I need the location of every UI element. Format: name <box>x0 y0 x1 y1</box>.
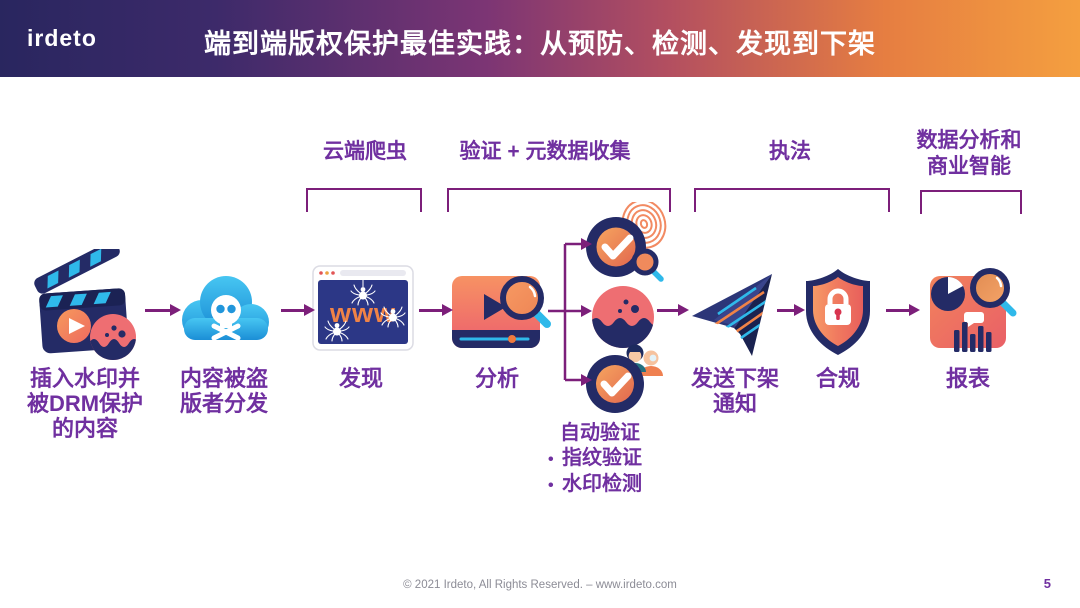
pirated-cloud-icon <box>172 262 276 358</box>
header-bar: irdeto 端到端版权保护最佳实践：从预防、检测、发现到下架 <box>0 0 1080 77</box>
verification-title: 自动验证 <box>560 422 640 444</box>
flow-arrow-6 <box>777 309 795 312</box>
fingerprint-verify-icon <box>582 202 674 284</box>
www-text: www <box>329 298 396 328</box>
video-analysis-icon <box>448 256 560 360</box>
flow-arrow-2 <box>281 309 305 312</box>
step-label-takedown: 发送下架 通知 <box>690 366 779 416</box>
watermark-detect-icon <box>590 284 656 350</box>
verification-list: 自动验证 • 指纹验证 • 水印检测 <box>546 421 716 498</box>
manual-verify-icon <box>583 340 673 416</box>
step-label-compliance: 合规 <box>815 366 860 391</box>
compliance-shield-icon <box>802 266 874 358</box>
step-label-discover: 发现 <box>338 366 383 391</box>
phase-bracket-verification <box>447 188 671 212</box>
branch-connector <box>548 238 592 386</box>
phase-bracket-cloud-crawler <box>306 188 422 212</box>
step-label-analyze: 分析 <box>474 366 519 391</box>
watermark-drm-content-icon <box>27 249 145 363</box>
flow-arrow-7 <box>886 309 910 312</box>
phase-bracket-enforcement <box>694 188 890 212</box>
bullet: • <box>548 451 554 468</box>
bullet: • <box>548 477 554 494</box>
page-number: 5 <box>1043 576 1051 591</box>
verification-item-watermark: • 水印检测 <box>546 472 716 498</box>
phase-label-analytics-bi: 数据分析和 商业智能 <box>916 129 1022 178</box>
irdeto-logo: irdeto <box>27 25 97 51</box>
step-label-report: 报表 <box>945 366 990 391</box>
takedown-notice-icon <box>690 270 776 362</box>
phase-label-cloud-crawler: 云端爬虫 <box>323 140 407 163</box>
slide-title: 端到端版权保护最佳实践：从预防、检测、发现到下架 <box>204 29 876 59</box>
footer-copyright: © 2021 Irdeto, All Rights Reserved. – ww… <box>403 579 677 591</box>
web-crawler-icon: www <box>310 260 416 356</box>
report-icon <box>920 260 1020 360</box>
flow-arrow-3 <box>419 309 443 312</box>
phase-label-enforcement: 执法 <box>769 140 811 163</box>
step-label-watermark-drm: 插入水印并 被DRM保护 的内容 <box>26 366 144 441</box>
flow-arrow-5 <box>657 309 679 312</box>
flow-arrow-1 <box>145 309 171 312</box>
phase-bracket-analytics <box>920 190 1022 214</box>
step-label-pirated: 内容被盗 版者分发 <box>179 366 268 416</box>
phase-label-verification-metadata: 验证 + 元数据收集 <box>459 140 631 163</box>
verification-item-fingerprint: • 指纹验证 <box>546 446 716 472</box>
